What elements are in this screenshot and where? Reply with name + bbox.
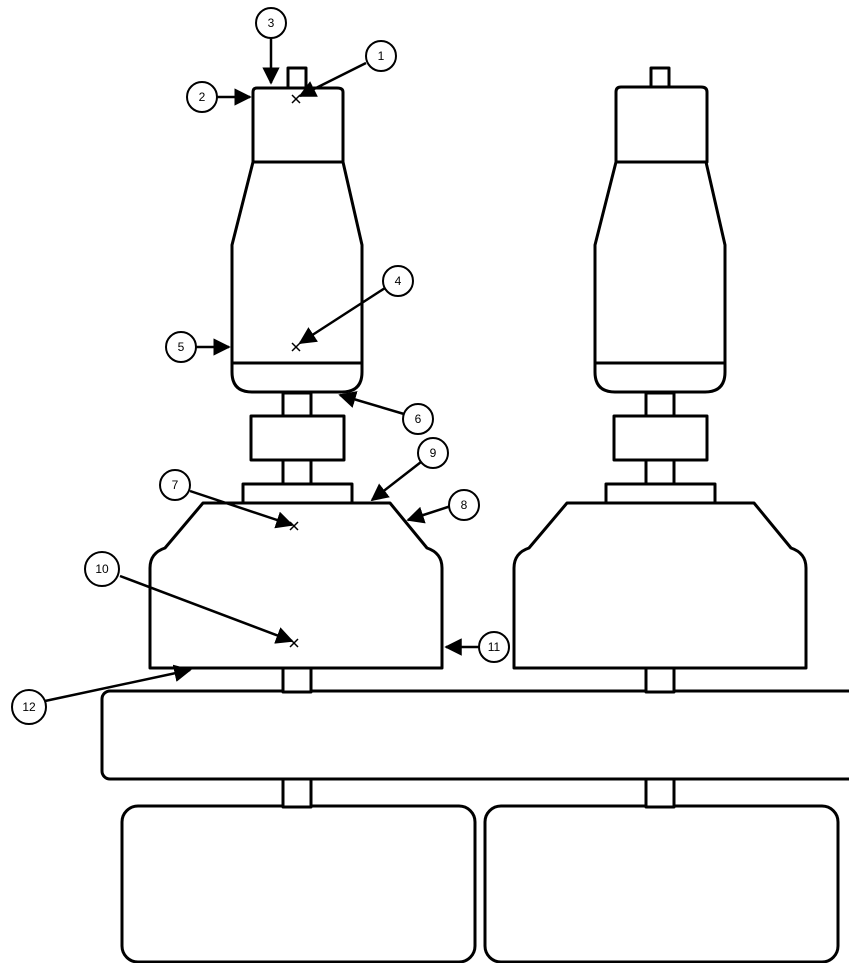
svg-text:5: 5 [178,340,185,354]
left-coupling [249,414,346,462]
leader-4 [298,286,386,345]
right-housing [512,501,808,670]
left-upper-shaft [281,391,313,418]
x-marker-motor [291,342,301,352]
right-motor-body [593,160,727,394]
left-motor-cap [251,86,345,164]
svg-text:10: 10 [95,562,109,576]
left-foot-block [120,804,477,963]
leader-6 [338,391,405,416]
callout-9: 9 [417,437,449,469]
leader-1 [298,61,367,98]
callout-5: 5 [165,331,197,363]
svg-text:12: 12 [22,700,36,714]
svg-text:4: 4 [395,274,402,288]
leader-10 [119,574,294,644]
callout-10: 10 [84,551,120,587]
callout-11: 11 [478,631,510,663]
leader-9 [370,461,422,502]
right-lower-shaft [644,777,676,809]
right-coupling [612,414,709,462]
svg-text:1: 1 [378,49,385,63]
left-top-nub [286,66,308,90]
leader-8 [406,504,452,524]
left-motor-body [230,160,364,394]
leader-7 [189,489,294,529]
right-motor-cap [614,85,709,164]
callout-8: 8 [448,489,480,521]
left-housing-shaft [281,666,313,694]
right-neck-shaft [644,458,676,486]
svg-text:6: 6 [415,412,422,426]
left-flange-plate [241,482,354,505]
right-foot-block [483,804,840,963]
svg-text:8: 8 [461,498,468,512]
left-neck-shaft [281,458,313,486]
callout-4: 4 [382,265,414,297]
svg-text:7: 7 [172,478,179,492]
callout-12: 12 [11,689,47,725]
svg-text:3: 3 [268,16,275,30]
leader-12 [44,664,192,703]
callout-7: 7 [159,469,191,501]
left-housing [148,501,444,670]
callout-1: 1 [365,40,397,72]
left-lower-shaft [281,777,313,809]
callout-6: 6 [402,403,434,435]
svg-text:11: 11 [488,640,501,654]
right-flange-plate [604,482,717,505]
callout-3: 3 [255,7,287,39]
right-housing-shaft [644,666,676,694]
svg-text:2: 2 [199,90,206,104]
right-upper-shaft [644,391,676,418]
callout-2: 2 [186,81,218,113]
svg-text:9: 9 [430,446,437,460]
right-top-nub [649,66,671,89]
base-plate [100,689,849,781]
